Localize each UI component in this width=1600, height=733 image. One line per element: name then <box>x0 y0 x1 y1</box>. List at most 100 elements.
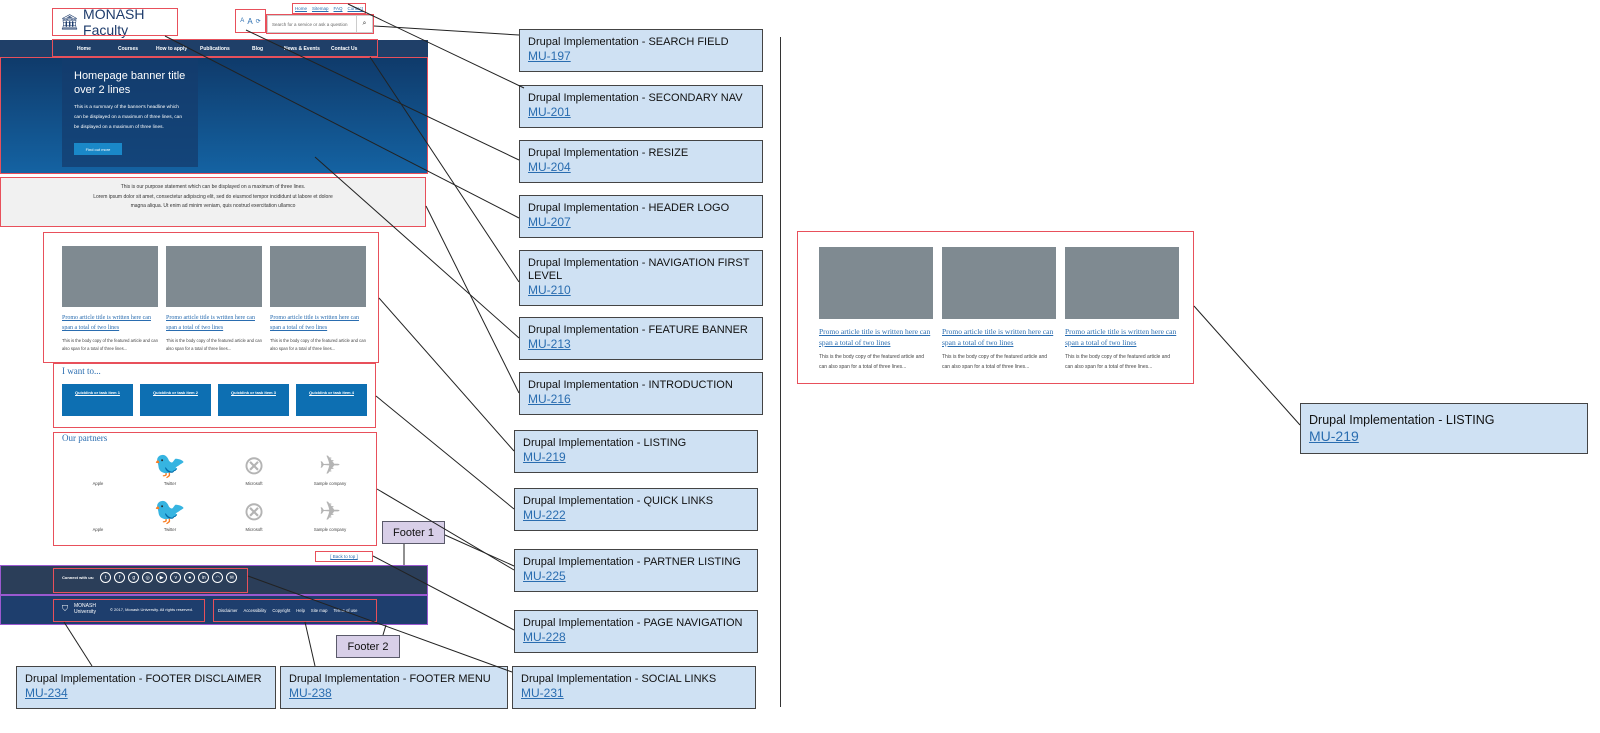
annotation-label: Drupal Implementation - INTRODUCTION MU-… <box>519 372 763 415</box>
annotation-label: Drupal Implementation - FOOTER DISCLAIME… <box>16 666 276 709</box>
annotation-title: Drupal Implementation - QUICK LINKS <box>523 495 714 507</box>
ticket-link[interactable]: MU-222 <box>523 508 566 522</box>
back-to-top-link[interactable]: [ Back to top ] <box>330 554 358 559</box>
header-logo-highlight <box>52 8 178 36</box>
promo-body: This is the body copy of the featured ar… <box>62 338 158 351</box>
quick-links-title: I want to... <box>62 366 101 376</box>
quick-link[interactable]: Quicklink or task item 2 <box>140 384 211 416</box>
partner-name: Apple <box>92 481 104 486</box>
partner-item[interactable]: ✈Sample company <box>300 497 360 532</box>
promo-title[interactable]: Promo article title is written here can … <box>1065 327 1177 347</box>
annotation-title: Drupal Implementation - FOOTER DISCLAIME… <box>25 673 262 685</box>
annotation-label: Drupal Implementation - QUICK LINKS MU-2… <box>514 488 758 531</box>
email-icon[interactable]: ✉ <box>226 572 238 583</box>
partner-name: Microsoft <box>245 527 263 532</box>
promo-title[interactable]: Promo article title is written here can … <box>166 315 255 331</box>
flickr-icon[interactable]: ● <box>184 572 196 583</box>
nav-highlight <box>52 39 378 57</box>
partner-item[interactable]: 🐦Twitter <box>140 451 200 486</box>
resize-small-button[interactable]: A <box>240 18 245 24</box>
promo-body: This is the body copy of the featured ar… <box>942 354 1048 370</box>
ticket-link[interactable]: MU-225 <box>523 569 566 583</box>
promo-title[interactable]: Promo article title is written here can … <box>270 315 359 331</box>
promo-card[interactable]: Promo article title is written here can … <box>166 246 262 353</box>
divider <box>780 37 781 707</box>
header-logo[interactable]: 🏛 MONASH Faculty <box>52 6 178 38</box>
footer1-note: Footer 1 <box>382 521 445 544</box>
promo-title[interactable]: Promo article title is written here can … <box>819 327 931 347</box>
connector-footer1 <box>444 534 515 567</box>
ticket-link[interactable]: MU-216 <box>528 392 571 406</box>
partner-item[interactable]: ⊗Microsoft <box>224 497 284 532</box>
promo-card[interactable]: Promo article title is written here can … <box>62 246 158 353</box>
annotation-label: Drupal Implementation - FEATURE BANNER M… <box>519 317 763 360</box>
quick-link[interactable]: Quicklink or task item 3 <box>218 384 289 416</box>
promo-card[interactable]: Promo article title is written here can … <box>1065 247 1179 372</box>
footer-disclaimer-highlight <box>53 599 205 622</box>
nav-item-home[interactable]: Home <box>77 45 91 52</box>
connector-footer-disclaimer <box>63 621 93 667</box>
ticket-link[interactable]: MU-228 <box>523 630 566 644</box>
youtube-icon[interactable]: ▶ <box>156 572 168 583</box>
annotation-title: Drupal Implementation - INTRODUCTION <box>528 379 733 391</box>
footer-menu-item[interactable]: Disclaimer <box>218 608 238 613</box>
ticket-link[interactable]: MU-213 <box>528 337 571 351</box>
promo-card[interactable]: Promo article title is written here can … <box>942 247 1056 372</box>
footer2-note: Footer 2 <box>336 635 400 658</box>
partner-item[interactable]: 🐦Twitter <box>140 497 200 532</box>
ticket-link[interactable]: MU-197 <box>528 49 571 63</box>
linkedin-icon[interactable]: in <box>198 572 210 583</box>
ticket-link[interactable]: MU-210 <box>528 283 571 297</box>
secondary-nav-item[interactable]: FAQ <box>333 6 343 11</box>
ticket-link[interactable]: MU-231 <box>521 686 564 700</box>
promo-title[interactable]: Promo article title is written here can … <box>62 315 151 331</box>
secondary-nav-item[interactable]: Sitemap <box>311 6 329 11</box>
partner-item[interactable]: Apple <box>68 497 128 532</box>
secondary-nav-item[interactable]: Home <box>294 6 307 11</box>
connector-search <box>373 25 520 36</box>
connector-intro <box>425 205 520 394</box>
monash-crest-icon: 🏛 <box>60 14 80 31</box>
partner-item[interactable]: ⊗Microsoft <box>224 451 284 486</box>
annotation-title: Drupal Implementation - RESIZE <box>528 147 689 159</box>
reset-icon[interactable]: ⟳ <box>255 18 261 25</box>
ticket-link[interactable]: MU-219 <box>1309 428 1359 444</box>
quick-link[interactable]: Quicklink or task item 1 <box>62 384 133 416</box>
ticket-link[interactable]: MU-207 <box>528 215 571 229</box>
resize-highlight <box>235 9 266 33</box>
ticket-link[interactable]: MU-201 <box>528 105 571 119</box>
vimeo-icon[interactable]: v <box>170 572 182 583</box>
ticket-link[interactable]: MU-234 <box>25 686 68 700</box>
quick-link[interactable]: Quicklink or task item 4 <box>296 384 367 416</box>
nav-item-courses[interactable]: Courses <box>118 45 139 52</box>
partner-item[interactable]: ✈Sample company <box>300 451 360 486</box>
connector-listing <box>378 297 515 452</box>
promo-title[interactable]: Promo article title is written here can … <box>942 327 1054 347</box>
annotation-title: Drupal Implementation - FOOTER MENU <box>289 673 491 685</box>
banner-button[interactable]: Find out more <box>74 143 122 155</box>
annotation-label: Drupal Implementation - RESIZE MU-204 <box>519 140 763 183</box>
partner-name: Twitter <box>163 481 177 486</box>
promo-card[interactable]: Promo article title is written here can … <box>819 247 933 372</box>
ticket-link[interactable]: MU-204 <box>528 160 571 174</box>
resize-large-button[interactable]: A <box>247 16 253 26</box>
annotation-title: Drupal Implementation - SEARCH FIELD <box>528 36 729 48</box>
promo-body: This is the body copy of the featured ar… <box>1065 354 1171 370</box>
annotation-label: Drupal Implementation - NAVIGATION FIRST… <box>519 250 763 306</box>
annotation-title: Drupal Implementation - FEATURE BANNER <box>528 324 748 336</box>
twitter-icon[interactable]: t <box>100 572 112 583</box>
facebook-icon[interactable]: f <box>114 572 126 583</box>
partner-name: Microsoft <box>245 481 263 486</box>
ticket-link[interactable]: MU-238 <box>289 686 332 700</box>
annotation-title: Drupal Implementation - NAVIGATION FIRST… <box>528 257 750 282</box>
intro-highlight <box>0 177 426 227</box>
annotation-label: Drupal Implementation - SOCIAL LINKS MU-… <box>512 666 756 709</box>
instagram-icon[interactable]: ◎ <box>142 572 154 583</box>
google-plus-icon[interactable]: g <box>128 572 140 583</box>
ticket-link[interactable]: MU-219 <box>523 450 566 464</box>
annotation-title: Drupal Implementation - SOCIAL LINKS <box>521 673 717 685</box>
rss-icon[interactable]: ◠ <box>212 572 224 583</box>
partner-item[interactable]: Apple <box>68 451 128 486</box>
logo-text: MONASH Faculty <box>83 6 145 38</box>
